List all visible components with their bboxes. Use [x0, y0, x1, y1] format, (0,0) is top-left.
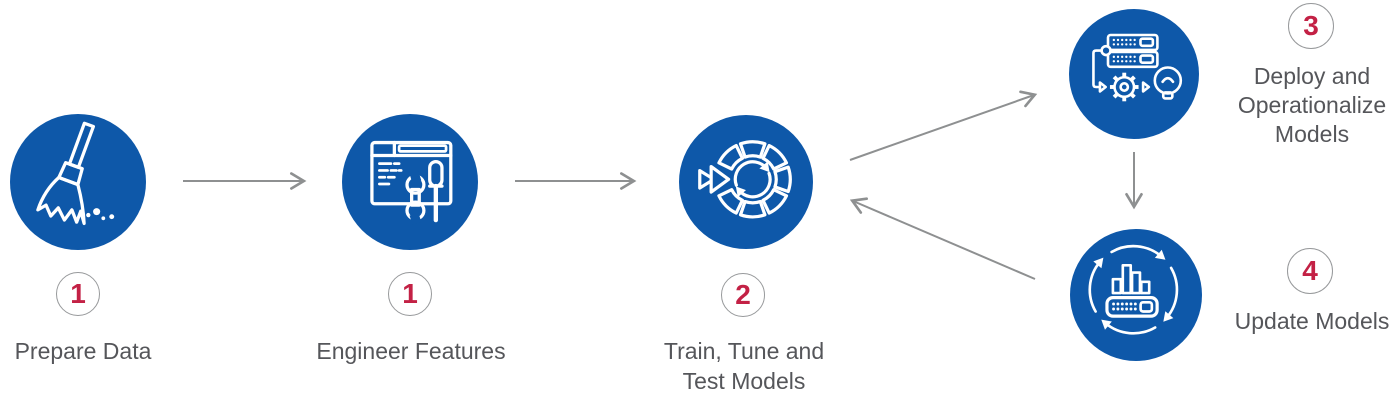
step-label-update-models: Update Models: [1212, 306, 1400, 336]
step-circle-prepare-data: [10, 114, 146, 250]
step-number-badge-4: 3: [1288, 3, 1334, 49]
step-number-badge-3: 2: [721, 273, 765, 317]
step-number: 1: [402, 278, 418, 309]
segmented-wheel-refresh-icon: [698, 140, 792, 219]
step-number-badge-5: 4: [1287, 248, 1333, 294]
code-window-tools-icon: [370, 140, 453, 225]
step-circle-update-models: [1070, 229, 1202, 361]
label-line: Deploy and: [1253, 63, 1371, 89]
arrow-update-to-train: [849, 197, 1036, 280]
step-number-badge-2: 1: [388, 272, 432, 316]
servers-gear-lightbulb-icon: [1092, 33, 1183, 102]
step-number: 4: [1302, 255, 1318, 286]
step-number: 3: [1303, 10, 1319, 41]
step-circle-engineer-features: [342, 114, 478, 250]
bar-chart-sync-icon: [1088, 244, 1179, 335]
label-line: Test Models: [682, 368, 806, 394]
step-number: 1: [70, 278, 86, 309]
step-circle-deploy-operationalize: [1069, 9, 1199, 139]
step-number: 2: [735, 279, 751, 310]
label-line: Models: [1274, 121, 1350, 147]
arrow-train-to-deploy: [849, 90, 1038, 161]
label-line: Engineer Features: [316, 338, 506, 364]
step-label-engineer-features: Engineer Features: [311, 336, 511, 366]
label-line: Prepare Data: [14, 338, 152, 364]
label-line: Update Models: [1234, 308, 1390, 334]
step-circle-train-tune-test: [679, 115, 813, 249]
broom-icon: [36, 121, 115, 226]
label-line: Train, Tune and: [663, 338, 825, 364]
step-number-badge-1: 1: [56, 272, 100, 316]
label-line: Operationalize: [1237, 92, 1387, 118]
step-label-prepare-data: Prepare Data: [0, 336, 183, 366]
step-label-deploy-operationalize: Deploy and Operationalize Models: [1212, 62, 1400, 149]
step-label-train-tune-test: Train, Tune and Test Models: [644, 336, 844, 396]
